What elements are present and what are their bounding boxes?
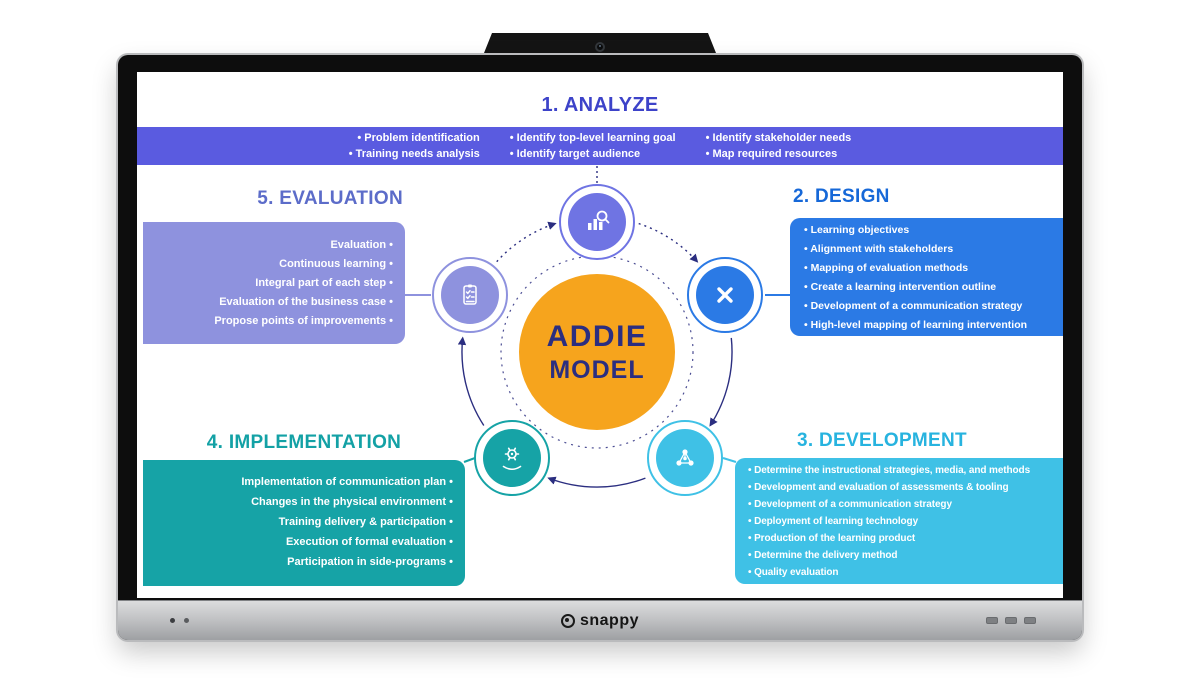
center-line-1: ADDIE bbox=[546, 319, 648, 353]
list-item: Production of the learning product bbox=[748, 530, 1061, 547]
addie-center-circle: ADDIE MODEL bbox=[514, 269, 680, 435]
node-evaluation bbox=[432, 257, 508, 333]
node-analyze bbox=[559, 184, 635, 260]
analyze-title: 1. ANALYZE bbox=[541, 94, 659, 116]
list-item: Deployment of learning technology bbox=[748, 513, 1061, 530]
implementation-box: Implementation of communication planChan… bbox=[143, 460, 465, 586]
list-item: Map required resources bbox=[706, 146, 852, 162]
crossed-pencils-icon bbox=[696, 266, 754, 324]
design-title: 2. DESIGN bbox=[793, 186, 890, 207]
screen: 1. ANALYZE Problem identificationTrainin… bbox=[137, 72, 1063, 598]
center-line-2: MODEL bbox=[549, 355, 645, 384]
list-item: Identify top-level learning goal bbox=[510, 130, 676, 146]
list-item: Continuous learning bbox=[151, 255, 393, 274]
list-item: Evaluation bbox=[151, 236, 393, 255]
bottom-speaker-bar: snappy bbox=[118, 600, 1082, 640]
list-item: Determine the instructional strategies, … bbox=[748, 462, 1061, 479]
list-item: Identify target audience bbox=[510, 146, 676, 162]
development-box: Determine the instructional strategies, … bbox=[735, 458, 1063, 584]
analyze-column-2: Identify top-level learning goalIdentify… bbox=[510, 130, 676, 162]
port bbox=[1024, 617, 1036, 624]
list-item: Mapping of evaluation methods bbox=[804, 259, 1059, 278]
list-item: High-level mapping of learning intervent… bbox=[804, 316, 1059, 335]
list-item: Training needs analysis bbox=[349, 146, 480, 162]
chart-search-icon bbox=[568, 193, 626, 251]
analyze-column-3: Identify stakeholder needsMap required r… bbox=[706, 130, 852, 162]
list-item: Training delivery & participation bbox=[151, 512, 453, 532]
gear-hands-icon bbox=[483, 429, 541, 487]
list-item: Quality evaluation bbox=[748, 564, 1061, 581]
checklist-icon bbox=[441, 266, 499, 324]
list-item: Integral part of each step bbox=[151, 274, 393, 293]
list-item: Execution of formal evaluation bbox=[151, 532, 453, 552]
evaluation-list: EvaluationContinuous learningIntegral pa… bbox=[151, 236, 393, 331]
implementation-title: 4. IMPLEMENTATION bbox=[206, 432, 402, 453]
list-item: Development of a communication strategy bbox=[804, 297, 1059, 316]
status-led bbox=[184, 618, 189, 623]
list-item: Problem identification bbox=[349, 130, 480, 146]
list-item: Evaluation of the business case bbox=[151, 293, 393, 312]
brand-logo: snappy bbox=[118, 601, 1082, 640]
design-list: Learning objectivesAlignment with stakeh… bbox=[804, 221, 1059, 335]
development-list: Determine the instructional strategies, … bbox=[748, 462, 1061, 581]
list-item: Alignment with stakeholders bbox=[804, 240, 1059, 259]
evaluation-box: EvaluationContinuous learningIntegral pa… bbox=[143, 222, 405, 344]
list-item: Implementation of communication plan bbox=[151, 472, 453, 492]
brand-name: snappy bbox=[579, 611, 639, 629]
node-design bbox=[687, 257, 763, 333]
network-icon bbox=[656, 429, 714, 487]
brand-logo-icon bbox=[560, 613, 575, 628]
io-ports bbox=[986, 617, 1036, 624]
evaluation-title: 5. EVALUATION bbox=[257, 188, 403, 209]
development-title: 3. DEVELOPMENT bbox=[797, 430, 967, 451]
list-item: Propose points of improvements bbox=[151, 312, 393, 331]
list-item: Determine the delivery method bbox=[748, 547, 1061, 564]
design-box: Learning objectivesAlignment with stakeh… bbox=[790, 218, 1063, 336]
power-led bbox=[170, 618, 175, 623]
analyze-banner: Problem identificationTraining needs ana… bbox=[137, 127, 1063, 165]
status-leds bbox=[170, 618, 189, 623]
port bbox=[1005, 617, 1017, 624]
analyze-column-1: Problem identificationTraining needs ana… bbox=[349, 130, 480, 162]
list-item: Participation in side-programs bbox=[151, 552, 453, 572]
list-item: Identify stakeholder needs bbox=[706, 130, 852, 146]
camera-lens-icon bbox=[595, 42, 605, 52]
list-item: Development and evaluation of assessment… bbox=[748, 479, 1061, 496]
node-implementation bbox=[474, 420, 550, 496]
list-item: Changes in the physical environment bbox=[151, 492, 453, 512]
implementation-list: Implementation of communication planChan… bbox=[151, 472, 453, 572]
list-item: Create a learning intervention outline bbox=[804, 278, 1059, 297]
node-development bbox=[647, 420, 723, 496]
list-item: Development of a communication strategy bbox=[748, 496, 1061, 513]
display-bezel: 1. ANALYZE Problem identificationTrainin… bbox=[118, 55, 1082, 640]
port bbox=[986, 617, 998, 624]
list-item: Learning objectives bbox=[804, 221, 1059, 240]
